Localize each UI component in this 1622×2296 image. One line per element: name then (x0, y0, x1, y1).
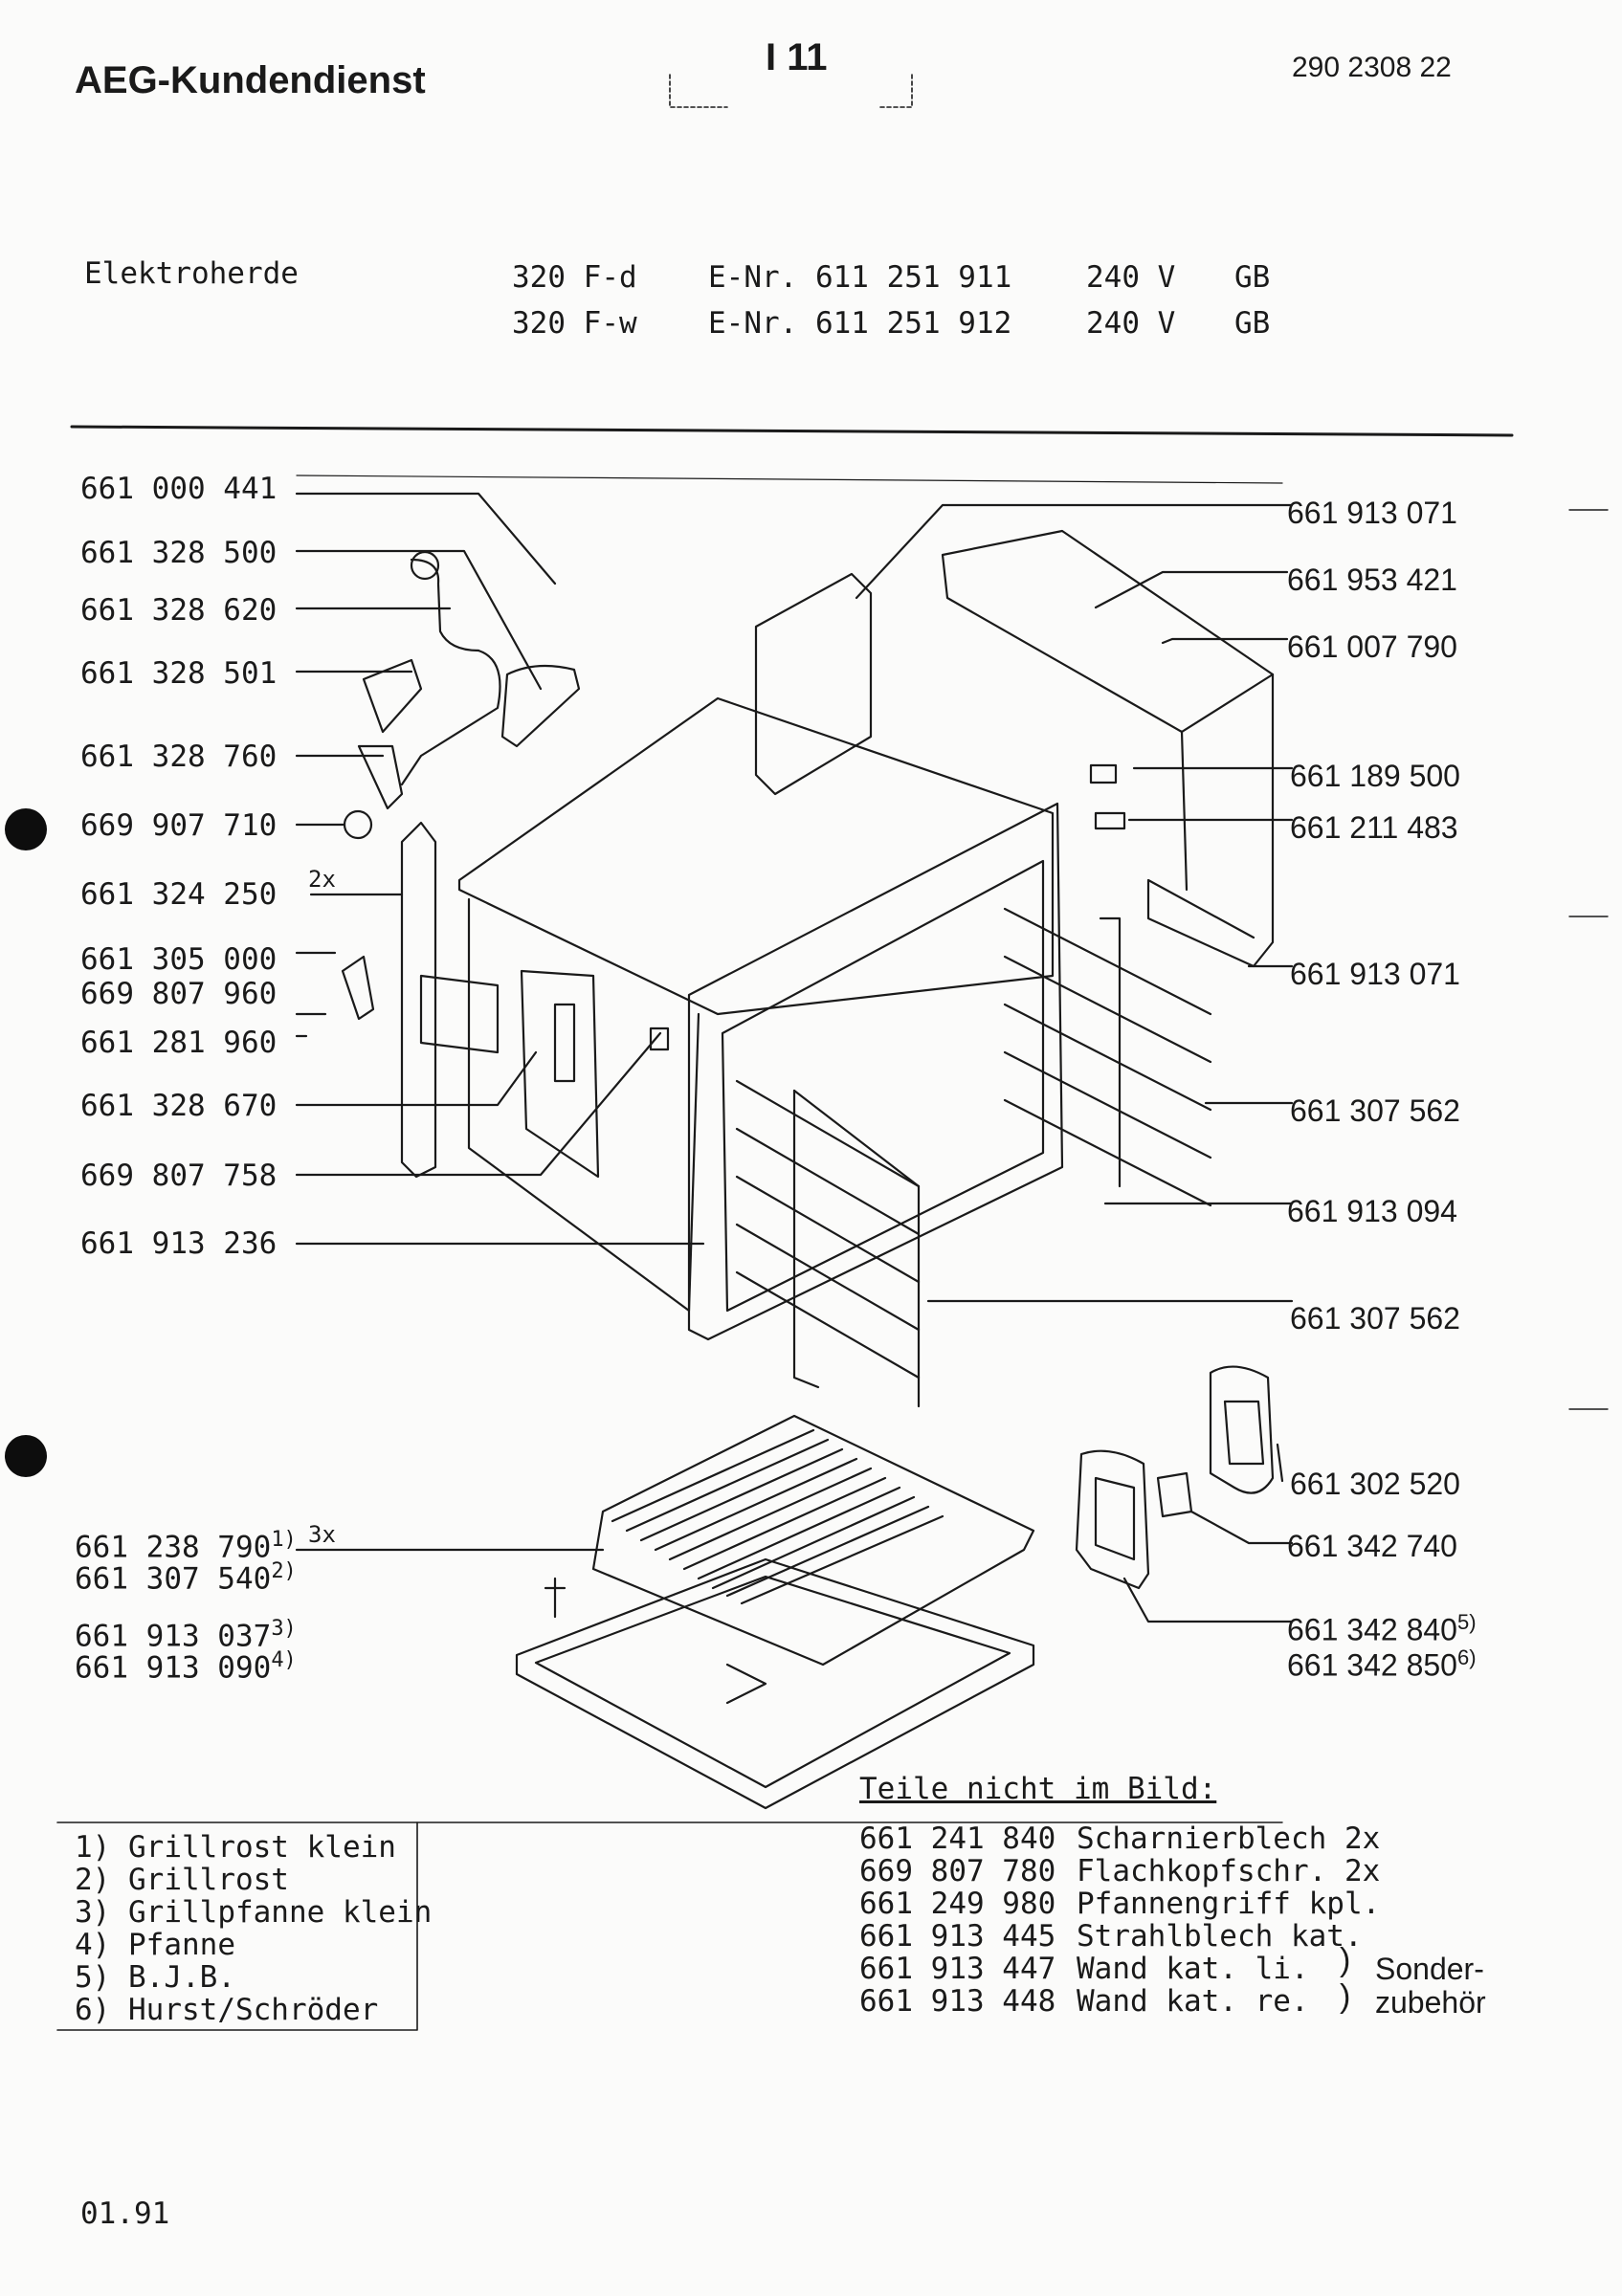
legend-item: 3) Grillpfanne klein (75, 1895, 433, 1930)
part-label: 661 307 562 (1290, 1301, 1460, 1336)
section-code: I 11 (766, 36, 828, 78)
not-pictured-number: 661 913 447 (859, 1952, 1056, 1986)
part-label: 661 189 500 (1290, 759, 1460, 793)
legend-item: 5) B.J.B. (75, 1960, 235, 1995)
part-label-footnoted: 661 342 8405) (1287, 1610, 1477, 1647)
not-pictured-desc: Pfannengriff kpl. (1077, 1887, 1381, 1921)
not-pictured-number: 669 807 780 (859, 1854, 1056, 1888)
model-2: 320 F-w (512, 306, 637, 341)
not-pictured-number: 661 913 448 (859, 1984, 1056, 2019)
bracket-symbol: ) (1340, 1978, 1351, 2015)
part-label: 669 807 960 (80, 977, 278, 1011)
part-label: 661 307 562 (1290, 1093, 1460, 1128)
not-pictured-desc: Wand kat. li. (1077, 1952, 1309, 1986)
part-label: 661 342 740 (1287, 1529, 1457, 1563)
part-label-footnoted: 661 238 7901) (75, 1528, 297, 1565)
part-label: 661 953 421 (1287, 563, 1457, 597)
not-pictured-number: 661 249 980 (859, 1887, 1056, 1921)
legend-item: 4) Pfanne (75, 1928, 235, 1962)
part-label: 661 328 501 (80, 656, 278, 691)
part-label: 661 328 670 (80, 1089, 278, 1123)
voltage-2: 240 V (1086, 306, 1176, 341)
not-pictured-desc: Wand kat. re. (1077, 1984, 1309, 2019)
part-label: 661 913 071 (1287, 496, 1457, 530)
part-label: 661 328 620 (80, 593, 278, 628)
part-label-footnoted: 661 913 0904) (75, 1648, 297, 1686)
part-label: 661 007 790 (1287, 629, 1457, 664)
not-pictured-number: 661 913 445 (859, 1919, 1056, 1954)
legend-item: 2) Grillrost (75, 1863, 289, 1897)
country-1: GB (1234, 260, 1271, 295)
not-pictured-desc: Flachkopfschr. 2x (1077, 1854, 1381, 1888)
part-label: 661 913 071 (1290, 957, 1460, 991)
part-label: 661 000 441 (80, 472, 278, 506)
not-pictured-number: 661 241 840 (859, 1821, 1056, 1856)
part-label: 661 211 483 (1290, 810, 1458, 845)
model-1: 320 F-d (512, 260, 637, 295)
part-label: 661 913 094 (1287, 1194, 1457, 1228)
part-label: 661 302 520 (1290, 1467, 1460, 1501)
quantity-3x: 3x (308, 1521, 336, 1548)
part-label: 661 328 760 (80, 740, 278, 774)
bracket-symbol: ) (1340, 1942, 1351, 1978)
not-pictured-desc: Scharnierblech 2x (1077, 1821, 1381, 1856)
country-2: GB (1234, 306, 1271, 341)
brand-title: AEG-Kundendienst (75, 59, 426, 101)
not-pictured-desc: Strahlblech kat. (1077, 1919, 1363, 1954)
part-label-footnoted: 661 913 0373) (75, 1617, 297, 1654)
part-label-footnoted: 661 342 8506) (1287, 1645, 1477, 1683)
part-label: 669 907 710 (80, 808, 278, 843)
part-label: 669 807 758 (80, 1159, 278, 1193)
enr-2: E-Nr. 611 251 912 (708, 306, 1012, 341)
legend-item: 1) Grillrost klein (75, 1830, 396, 1865)
voltage-1: 240 V (1086, 260, 1176, 295)
part-label: 661 324 250 (80, 877, 278, 912)
part-label: 661 305 000 (80, 942, 278, 977)
special-accessory-note: zubehör (1375, 1985, 1486, 2020)
quantity-2x: 2x (308, 866, 336, 893)
part-label: 661 913 236 (80, 1226, 278, 1261)
footer-date: 01.91 (80, 2197, 170, 2231)
enr-1: E-Nr. 611 251 911 (708, 260, 1012, 295)
not-pictured-title: Teile nicht im Bild: (859, 1772, 1217, 1806)
part-label: 661 281 960 (80, 1026, 278, 1060)
legend-item: 6) Hurst/Schröder (75, 1993, 379, 2027)
part-label-footnoted: 661 307 5402) (75, 1559, 297, 1597)
product-category: Elektroherde (84, 256, 299, 291)
part-label: 661 328 500 (80, 536, 278, 570)
document-number: 290 2308 22 (1292, 52, 1452, 83)
special-accessory-note: Sonder- (1375, 1952, 1484, 1986)
